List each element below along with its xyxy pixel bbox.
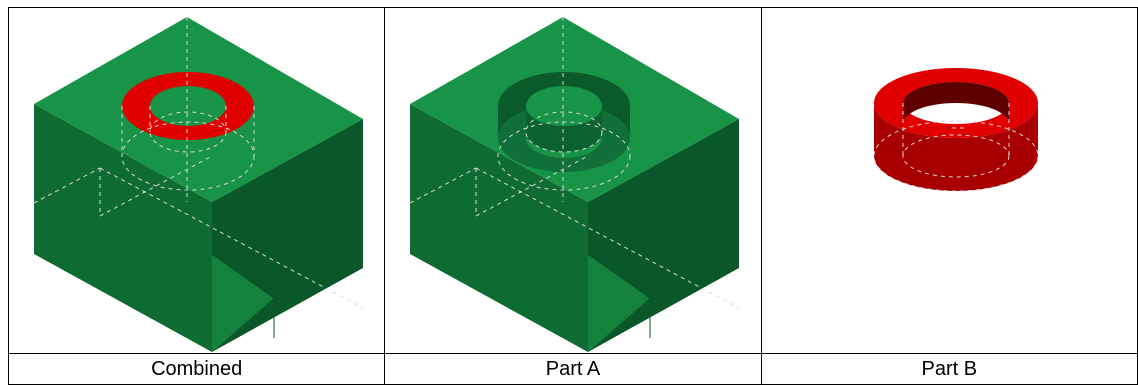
part-a-block-left-face — [410, 104, 589, 352]
part-b-ring-inner-wall — [902, 82, 1009, 124]
combined-block-top-face — [34, 17, 363, 202]
part-b-panel — [760, 7, 1138, 354]
part-a-hidden-bottom — [476, 155, 589, 217]
combined-model — [33, 17, 364, 352]
part-b-hidden-bottom-inner — [902, 134, 1010, 178]
combined-hidden-slot-top — [99, 167, 364, 309]
part-a-annular-recess-wall — [498, 72, 631, 138]
part-a-hidden-outer-ellipse — [497, 121, 631, 191]
part-a-hidden-slot-top — [476, 167, 740, 309]
caption-combined: Combined — [7, 353, 386, 385]
part-b-ring-top — [873, 68, 1038, 138]
part-a-center-boss-top — [526, 86, 603, 126]
combined-hidden-bottom — [99, 155, 213, 217]
part-b-hidden-bottom-outer — [873, 120, 1039, 192]
part-a-slot-edge — [588, 253, 651, 338]
part-a-hidden-inner-ellipse — [525, 111, 603, 153]
caption-part-b: Part B — [760, 353, 1138, 385]
part-a-panel — [384, 7, 762, 354]
combined-ring — [122, 72, 254, 140]
part-b-model — [873, 68, 1039, 192]
figure-table: Combined Part A Part B — [7, 7, 1138, 385]
part-a-slot-inner-face — [588, 254, 651, 352]
combined-block-left-face — [34, 104, 212, 352]
combined-slot-inner-face — [212, 254, 274, 352]
combined-slot-edge — [211, 253, 275, 338]
part-a-model — [410, 17, 740, 352]
combined-panel — [7, 7, 386, 354]
part-a-center-boss-side — [526, 106, 603, 152]
caption-part-a: Part A — [384, 353, 762, 385]
